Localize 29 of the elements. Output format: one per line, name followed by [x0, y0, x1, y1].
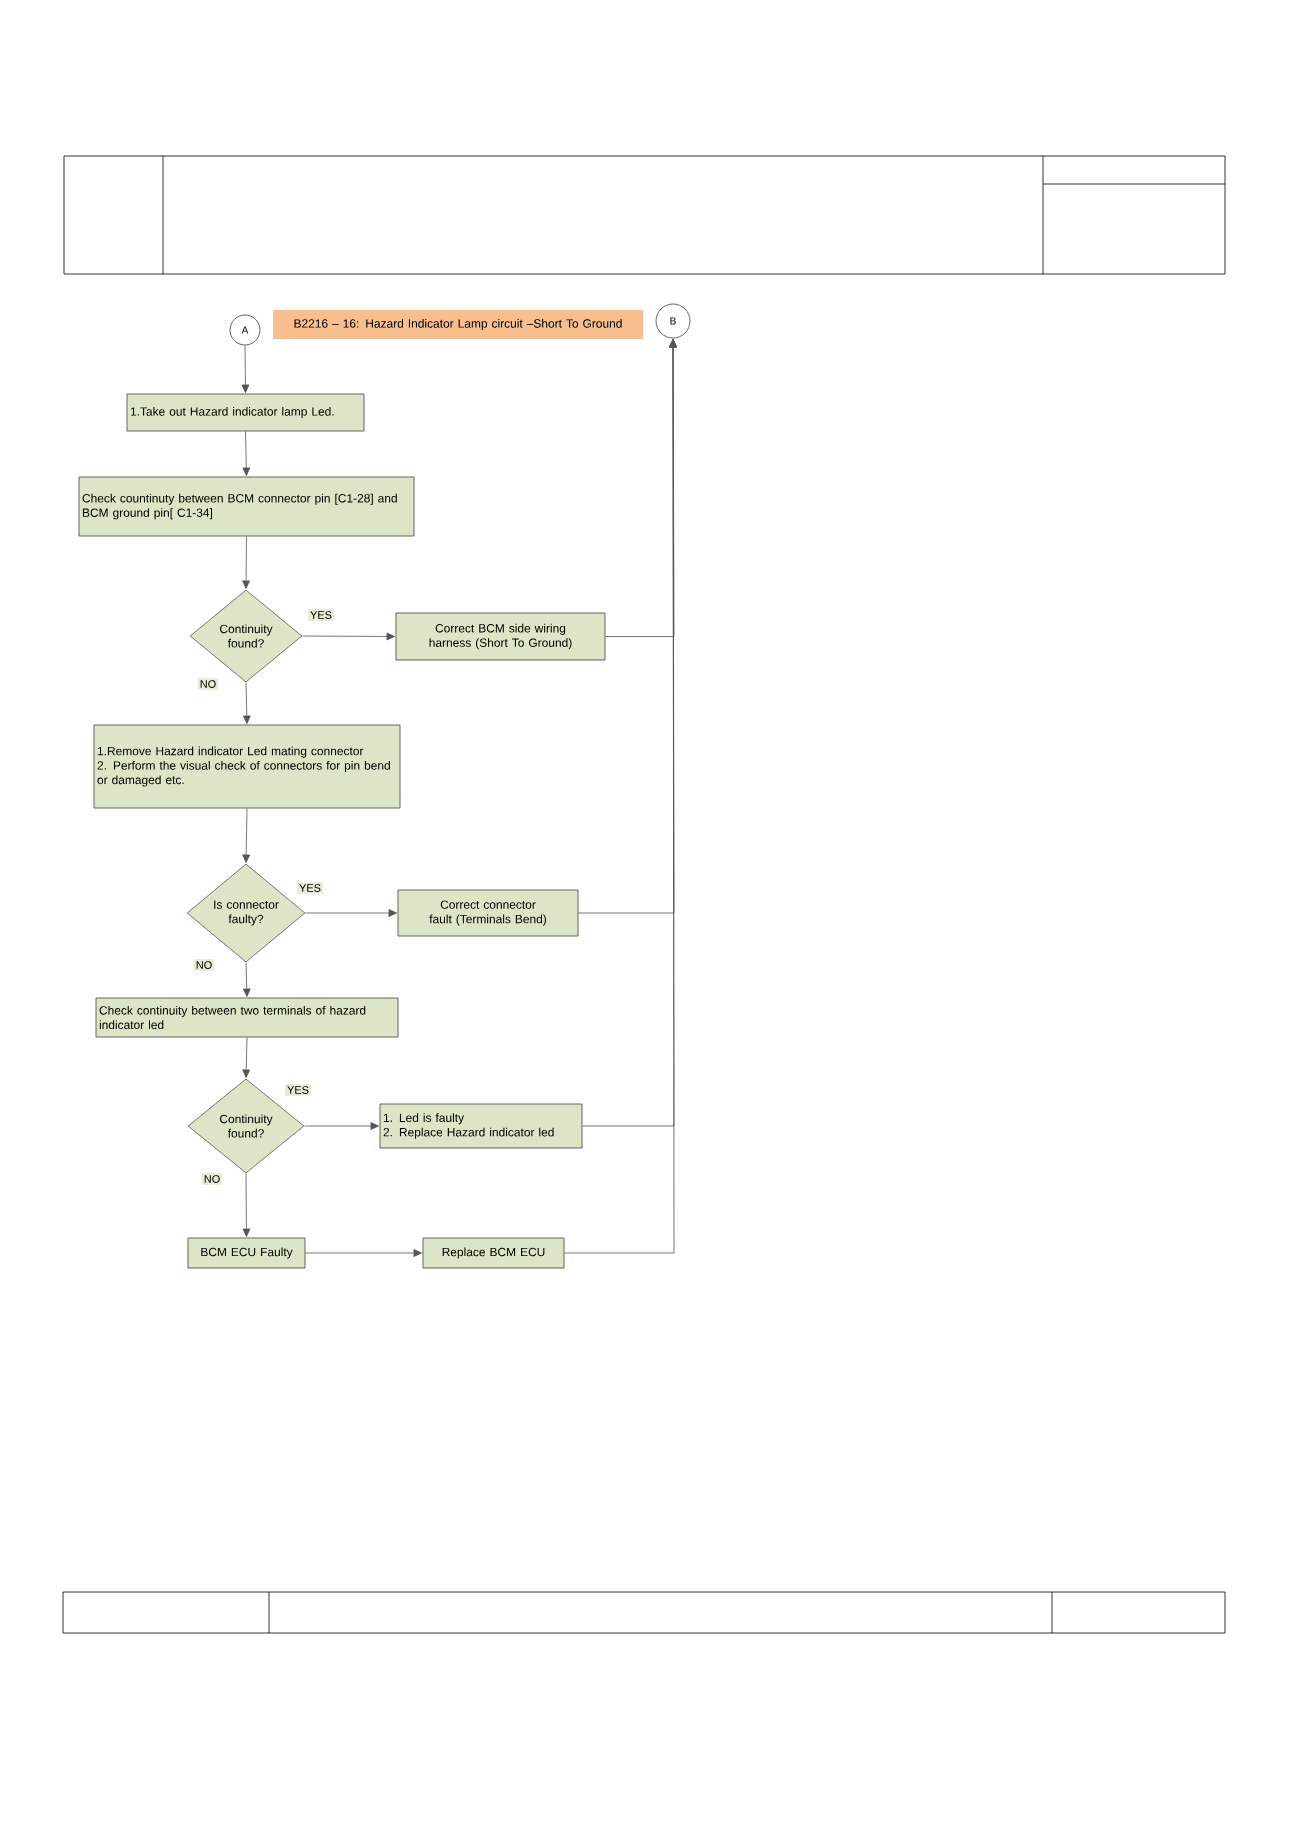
process-box: 1.Take out Hazard indicator lamp Led.	[126, 393, 365, 432]
process-box: Check continuity between two terminals of hazard indicator led	[95, 997, 399, 1038]
process-box: Correct connector fault (Terminals Bend)	[397, 889, 579, 937]
arrow	[242, 536, 250, 589]
arrow	[564, 339, 677, 1254]
title-banner: B2216 – 16: Hazard Indicator Lamp circuit –Short To Ground	[273, 310, 643, 339]
process-box: Check countinuty between BCM connector pin [C1-28] and BCM ground pin[ C1-34]	[78, 476, 415, 537]
process-box: 1.Remove Hazard indicator Led mating connector 2. Perform the visual check of connectors for pin bend or damaged etc.	[93, 724, 401, 809]
arrow	[242, 808, 251, 863]
edge-label: NO	[197, 678, 219, 690]
arrow	[305, 909, 397, 917]
edge-label: NO	[193, 959, 215, 971]
arrow	[305, 1249, 422, 1257]
edge-label: YES	[297, 882, 323, 894]
arrow	[241, 345, 250, 393]
arrow	[304, 1122, 379, 1130]
arrow	[242, 962, 251, 997]
arrow	[242, 1037, 251, 1078]
edge-label: YES	[285, 1084, 311, 1096]
arrow	[242, 1173, 251, 1237]
process-box: BCM ECU Faulty	[187, 1237, 306, 1269]
arrow	[242, 682, 251, 724]
process-box: 1. Led is faulty 2. Replace Hazard indicator led	[379, 1103, 583, 1149]
arrow	[302, 632, 395, 641]
process-box: Correct BCM side wiring harness (Short To Ground)	[395, 612, 606, 661]
edge-label: YES	[308, 609, 334, 621]
edge-label: NO	[201, 1173, 223, 1185]
arrow	[242, 431, 251, 476]
process-box: Replace BCM ECU	[422, 1237, 565, 1269]
